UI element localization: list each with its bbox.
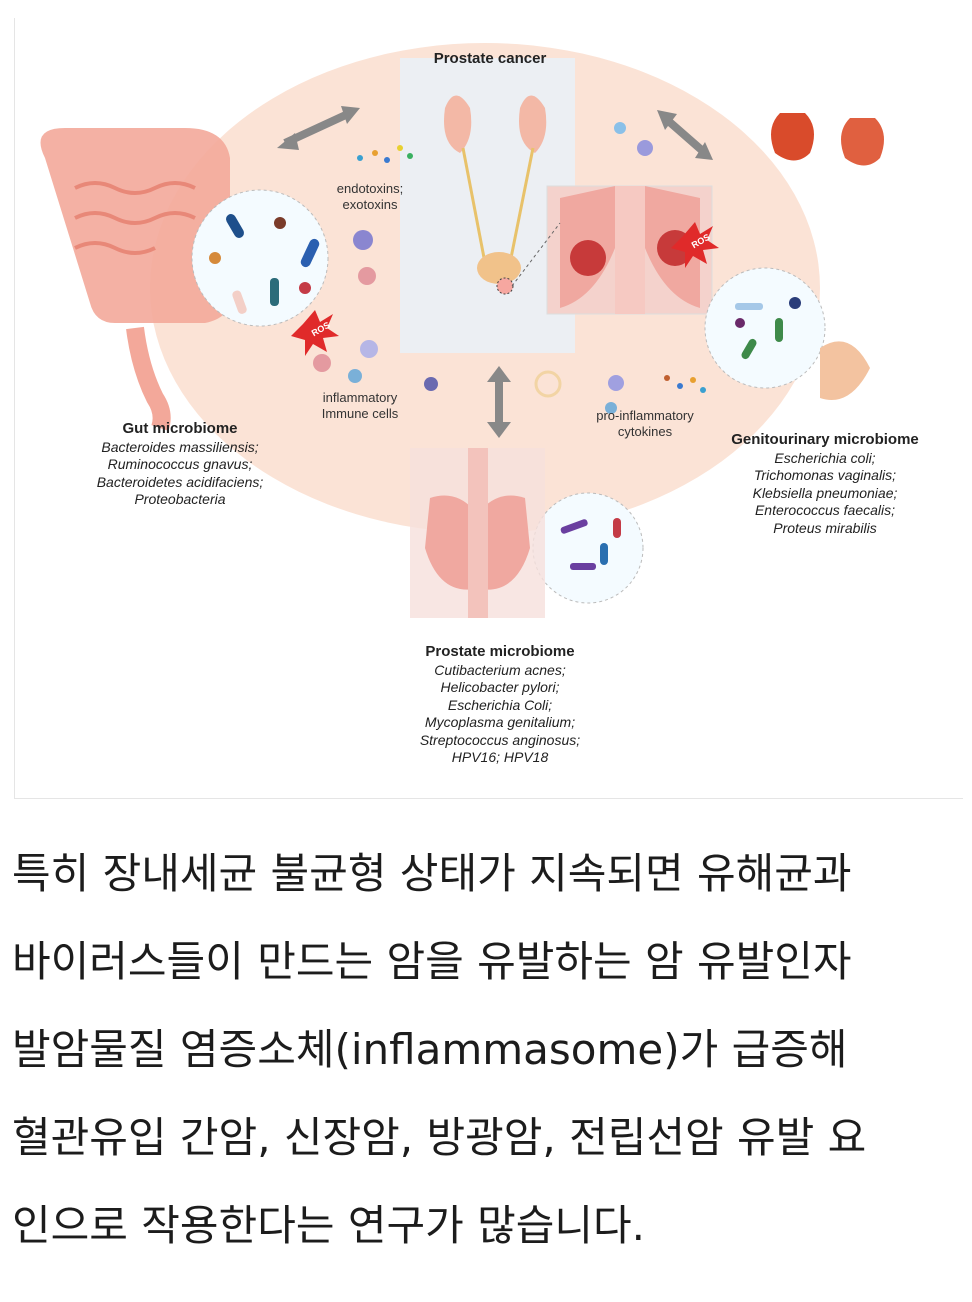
gut-species: Proteobacteria <box>134 491 226 508</box>
genitourinary-species: Enterococcus faecalis; <box>754 502 896 519</box>
genitourinary-microbiome-label: Genitourinary microbiome Escherichia col… <box>710 431 940 537</box>
gut-microbiome-title: Gut microbiome <box>122 420 238 437</box>
gut-microbiome-label: Gut microbiome Bacteroides massiliensis;… <box>65 420 295 509</box>
endotoxins-label: endotoxins; exotoxins <box>320 181 420 214</box>
genitourinary-species: Escherichia coli; <box>774 449 876 466</box>
article-line: 인으로 작용한다는 연구가 많습니다. <box>12 1201 646 1250</box>
gut-species: Ruminococcus gnavus; <box>107 456 253 473</box>
genitourinary-species: Klebsiella pneumoniae; <box>752 484 898 501</box>
prostate-species: Helicobacter pylori; <box>440 679 560 696</box>
article-line: 혈관유입 간암, 신장암, 방광암, 전립선암 유발 요 <box>12 1113 867 1162</box>
prostate-species: Streptococcus anginosus; <box>419 731 581 748</box>
pro-inflammatory-line-2: cytokines <box>617 424 673 440</box>
prostate-cancer-label: Prostate cancer <box>433 50 547 67</box>
inflammatory-line-1: inflammatory <box>322 390 398 405</box>
pro-inflammatory-line-1: pro-inflammatory <box>596 408 694 423</box>
article-line: 발암물질 염증소체(inflammasome)가 급증해 <box>12 1025 848 1074</box>
inflammatory-label: inflammatory Immune cells <box>300 390 420 423</box>
article-line: 특히 장내세균 불균형 상태가 지속되면 유해균과 <box>12 849 852 898</box>
figure-illustration <box>40 43 884 618</box>
article-text: 특히 장내세균 불균형 상태가 지속되면 유해균과 바이러스들이 만드는 암을 … <box>12 830 962 1270</box>
genitourinary-species: Trichomonas vaginalis; <box>753 467 897 484</box>
prostate-cancer-title: Prostate cancer <box>410 50 570 69</box>
article-line: 바이러스들이 만드는 암을 유발하는 암 유발인자 <box>12 937 852 986</box>
gut-species: Bacteroides massiliensis; <box>101 438 259 455</box>
genitourinary-species: Proteus mirabilis <box>773 519 877 536</box>
prostate-species: Mycoplasma genitalium; <box>424 714 576 731</box>
microbiome-figure: ROS ROS Prostate cancer endotoxins; exot… <box>14 18 963 799</box>
prostate-species: HPV16; HPV18 <box>451 749 549 766</box>
inflammatory-line-2: Immune cells <box>321 406 399 422</box>
endotoxins-line-2: exotoxins <box>342 197 398 213</box>
prostate-microbiome-label: Prostate microbiome Cutibacterium acnes;… <box>385 643 615 767</box>
endotoxins-line-1: endotoxins; <box>336 181 404 196</box>
prostate-species: Cutibacterium acnes; <box>434 661 566 678</box>
prostate-species: Escherichia Coli; <box>447 696 553 713</box>
prostate-microbiome-title: Prostate microbiome <box>425 643 575 660</box>
gut-species: Bacteroidetes acidifaciens; <box>96 473 264 490</box>
genitourinary-microbiome-title: Genitourinary microbiome <box>731 431 919 448</box>
pro-inflammatory-label: pro-inflammatory cytokines <box>575 408 715 441</box>
